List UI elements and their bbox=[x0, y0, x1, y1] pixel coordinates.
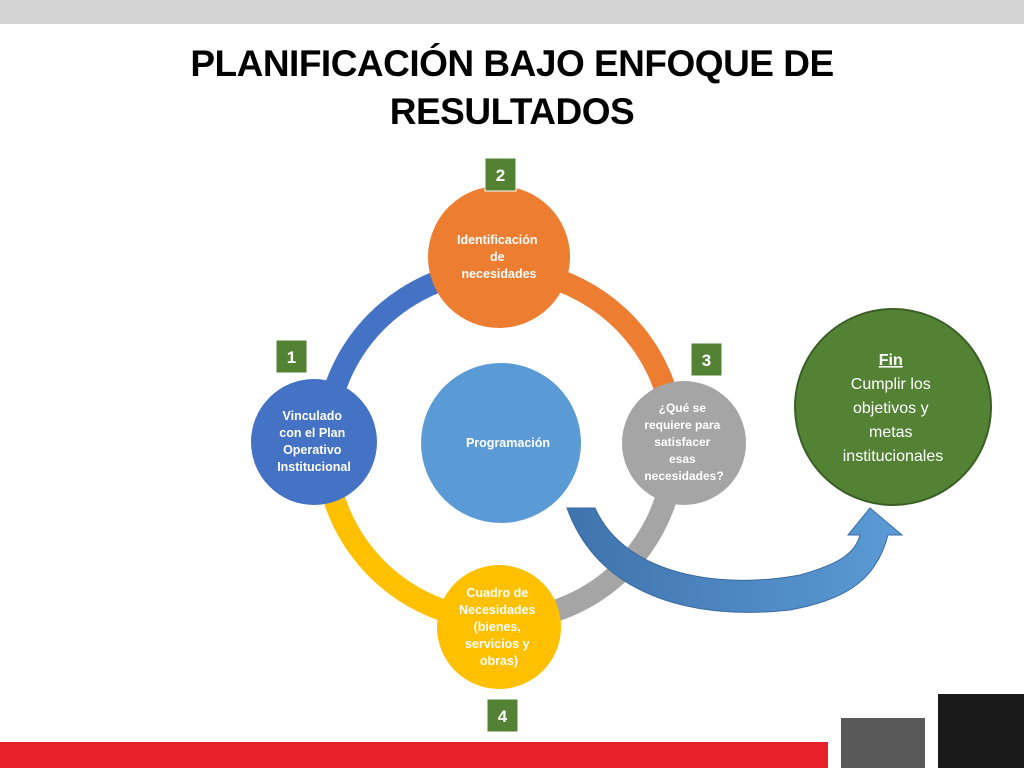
center-circle bbox=[421, 363, 581, 523]
decorative-black-square bbox=[938, 694, 1024, 768]
node-1-line: con el Plan bbox=[279, 426, 345, 440]
node-4-line: Cuadro de bbox=[466, 586, 528, 600]
node-2-line: Identificación bbox=[457, 233, 538, 247]
node-3-line: ¿Qué se bbox=[659, 401, 707, 415]
node-3-line: esas bbox=[669, 452, 696, 466]
node-2-circle bbox=[428, 186, 570, 328]
node-1-line: Operativo bbox=[283, 443, 342, 457]
bottom-red-bar bbox=[0, 742, 828, 768]
node-3-line: satisfacer bbox=[654, 435, 710, 449]
node-3-text: ¿Qué se requiere para satisfacer esas ne… bbox=[644, 401, 723, 483]
node-4-text: Cuadro de Necesidades (bienes, servicios… bbox=[459, 586, 539, 668]
fin-text: Fin Cumplir los objetivos y metas instit… bbox=[843, 352, 944, 465]
node-3-line: necesidades? bbox=[644, 469, 723, 483]
node-4-line: Necesidades bbox=[459, 603, 535, 617]
badge-3 bbox=[690, 342, 723, 377]
node-4-circle bbox=[437, 565, 561, 689]
top-bar bbox=[0, 0, 1024, 24]
decorative-gray-square bbox=[841, 718, 925, 768]
badge-2-number: 2 bbox=[496, 166, 505, 185]
node-2-line: necesidades bbox=[461, 267, 536, 281]
node-1-text: Vinculado con el Plan Operativo Instituc… bbox=[277, 409, 351, 474]
node-2-text: Identificación de necesidades bbox=[457, 233, 541, 281]
node-1-circle bbox=[251, 379, 377, 505]
curved-arrow-to-fin bbox=[566, 507, 904, 613]
fin-line: objetivos y bbox=[853, 400, 929, 417]
title-line-1: PLANIFICACIÓN BAJO ENFOQUE DE bbox=[190, 43, 834, 84]
badge-1 bbox=[275, 339, 308, 374]
badge-3-number: 3 bbox=[702, 351, 711, 370]
badge-1-number: 1 bbox=[287, 348, 296, 367]
node-3-circle bbox=[622, 381, 746, 505]
node-4-line: servicios y bbox=[465, 637, 530, 651]
fin-heading: Fin bbox=[879, 352, 903, 369]
slide-title: PLANIFICACIÓN BAJO ENFOQUE DE RESULTADOS bbox=[112, 40, 912, 136]
node-1-line: Institucional bbox=[277, 460, 351, 474]
node-3-line: requiere para bbox=[644, 418, 720, 432]
badge-4 bbox=[486, 698, 519, 733]
node-4-line: obras) bbox=[480, 654, 518, 668]
node-2-line: de bbox=[490, 250, 505, 264]
badge-2 bbox=[484, 157, 517, 192]
fin-line: Cumplir los bbox=[851, 376, 931, 393]
node-4-line: (bienes, bbox=[474, 620, 521, 634]
node-1-line: Vinculado bbox=[283, 409, 343, 423]
center-label: Programación bbox=[466, 436, 550, 450]
fin-line: metas bbox=[869, 424, 913, 441]
fin-circle bbox=[794, 308, 992, 506]
fin-line: institucionales bbox=[843, 448, 944, 465]
title-line-2: RESULTADOS bbox=[389, 91, 635, 132]
badge-4-number: 4 bbox=[498, 707, 508, 726]
